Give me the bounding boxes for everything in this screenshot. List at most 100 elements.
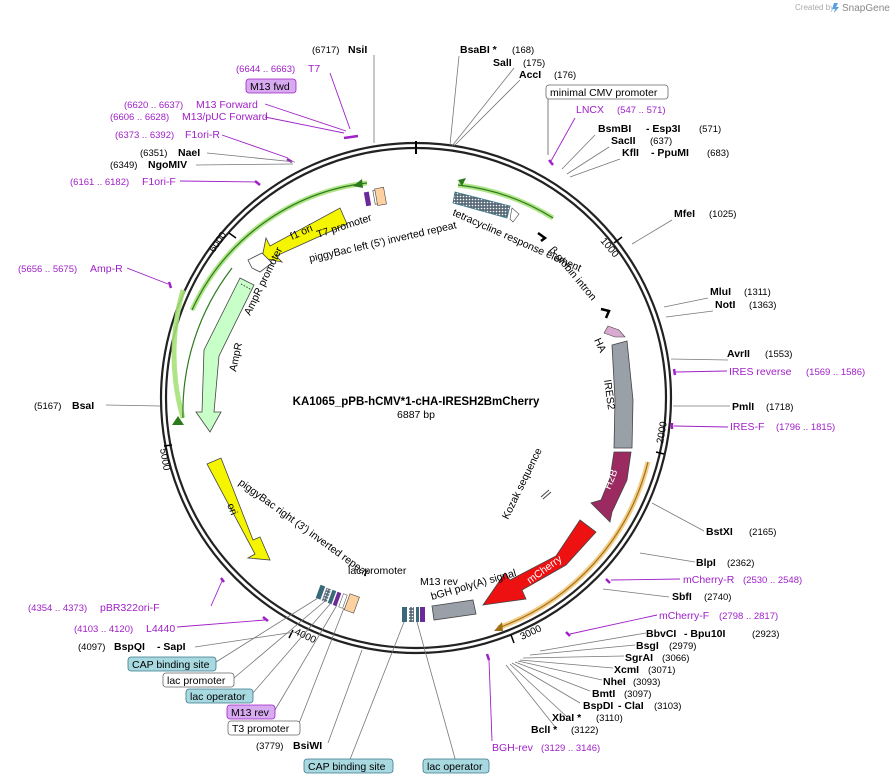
cap2-label: CAP binding site — [308, 761, 386, 773]
mincmv-box[interactable] — [545, 84, 669, 100]
nsi-pos: (6717) — [312, 45, 339, 56]
tre-strand-line — [457, 184, 554, 219]
mcherry-strand-line — [497, 461, 649, 629]
cap1-box[interactable] — [127, 656, 217, 672]
t3-box[interactable] — [227, 720, 301, 736]
bghrev-name: BGH-rev — [492, 742, 534, 754]
bspq-name: BspQI — [114, 641, 145, 653]
min-cmv-feature[interactable] — [509, 207, 520, 223]
amp-strand-glow — [171, 289, 186, 419]
mcherry-strand-arrowhead — [494, 622, 503, 631]
acc-name: AccI — [519, 69, 541, 81]
cap-site-marker-1 — [315, 584, 326, 600]
bglobin-end — [600, 307, 611, 319]
cap2-box[interactable] — [303, 758, 394, 774]
f1-ori-feature[interactable] — [261, 207, 348, 263]
kfl-alt: - PpuMI — [651, 147, 689, 159]
piggybac-right-feature[interactable] — [343, 593, 360, 614]
ori-label: ori — [224, 502, 239, 517]
tick-1000: 1000 — [598, 236, 621, 260]
tre-feature[interactable] — [452, 191, 511, 219]
lac-operator-marker-2 — [416, 607, 419, 622]
ngom-name: NgoMIV — [148, 159, 187, 171]
kozak-feature-a — [540, 489, 550, 498]
bsg-pos: (2979) — [669, 641, 696, 652]
nae-name: NaeI — [178, 147, 200, 159]
ngom-pos: (6349) — [110, 160, 137, 171]
bsa-name: BsaI — [72, 400, 94, 412]
tick-6000: 6000 — [207, 230, 229, 255]
pml-name: PmlI — [732, 401, 754, 413]
lac-promoter-marker-1 — [321, 587, 332, 603]
t7-range: (6644 .. 6663) — [236, 64, 295, 75]
labels-right: BsaBI * (168) SalI (175) AccI (176) mini… — [460, 44, 865, 754]
m13rev-inner-label: M13 rev — [420, 576, 459, 588]
lac-operator-marker-1 — [327, 589, 337, 605]
bsa-pos: (5167) — [34, 401, 61, 412]
bstx-name: BstXI — [706, 526, 733, 538]
h2b-feature[interactable] — [590, 451, 632, 523]
ampr-promoter-feature[interactable] — [247, 252, 273, 273]
sal-name: SalI — [493, 57, 512, 69]
bbvc-name: BbvCI — [646, 628, 676, 640]
ha-feature[interactable] — [603, 325, 626, 338]
bbvc-alt: - Bpu10I — [684, 628, 726, 640]
piggybac-left-feature[interactable] — [374, 186, 387, 206]
labels-left: (6717) NsiI (6644 .. 6663) T7 M13 fwd (6… — [18, 44, 490, 774]
sbf-name: SbfI — [672, 591, 692, 603]
laco1-box[interactable] — [185, 688, 254, 704]
bsmb-pos: (571) — [699, 124, 721, 135]
laco1-label: lac operator — [190, 691, 246, 703]
xba-name: XbaI * — [552, 712, 582, 724]
l4440-name: L4440 — [146, 623, 175, 635]
xcm-name: XcmI — [614, 664, 639, 676]
m13f-range: (6620 .. 6637) — [124, 100, 183, 111]
ampr-label: AmpR — [227, 341, 245, 372]
bmt-pos: (3097) — [624, 689, 651, 700]
t7-promoter-label: T7 promoter — [315, 212, 374, 241]
plasmid-name: KA1065_pPB-hCMV*1-cHA-IRESH2BmCherry — [293, 396, 540, 408]
piggybac-right-label: piggyBac right (3') inverted repeat — [236, 477, 370, 579]
bglobin-label: β-globin intron — [547, 244, 599, 303]
primer-marks — [167, 134, 677, 661]
ampr-feature[interactable] — [195, 277, 255, 433]
m13rev-box[interactable] — [226, 704, 276, 720]
kfl-name: KflI — [622, 147, 639, 159]
iresf-range: (1796 .. 1815) — [776, 422, 835, 433]
m13fwd-box[interactable] — [245, 78, 297, 94]
l4440-range: (4103 .. 4120) — [74, 624, 133, 635]
lacp-box[interactable] — [162, 672, 235, 688]
laco2-box[interactable] — [422, 758, 490, 774]
bsmb-alt: - Esp3I — [646, 123, 681, 135]
bsiw-name: BsiWI — [293, 740, 322, 752]
lncx-name: LNCX — [576, 104, 604, 116]
acc-pos: (176) — [554, 70, 576, 81]
bglobin-feature[interactable] — [537, 231, 548, 242]
nhe-name: NheI — [603, 676, 626, 688]
f1ori-strand-line — [191, 182, 368, 311]
sal-pos: (175) — [523, 58, 545, 69]
cap-site-marker-2 — [402, 607, 407, 622]
snapgene-credit[interactable]: Created by SnapGene — [795, 3, 890, 14]
sbf-pos: (2740) — [704, 592, 731, 603]
mchf-range: (2798 .. 2817) — [719, 611, 778, 622]
bspd-name: BspDI — [583, 700, 613, 712]
bgh-polya-feature[interactable] — [431, 599, 477, 621]
nhe-pos: (3093) — [633, 677, 660, 688]
blp-name: BlpI — [696, 557, 716, 569]
mcherry-feature[interactable] — [482, 519, 597, 606]
mfe-pos: (1025) — [709, 209, 736, 220]
pml-pos: (1718) — [766, 402, 793, 413]
ampr-hatch — [240, 283, 253, 291]
t7-name: T7 — [308, 63, 320, 75]
sac-pos: (637) — [650, 136, 672, 147]
ori-feature[interactable] — [206, 457, 271, 561]
nsi-name: NsiI — [348, 44, 367, 56]
xcm-pos: (3071) — [648, 665, 675, 676]
bspq-pos: (4097) — [78, 642, 105, 653]
ires2-feature[interactable] — [611, 340, 634, 449]
lncx-range: (547 .. 571) — [617, 105, 666, 116]
sac-name: SacII — [611, 135, 636, 147]
lac-promoter-inner-label: lac promoter — [348, 565, 407, 577]
